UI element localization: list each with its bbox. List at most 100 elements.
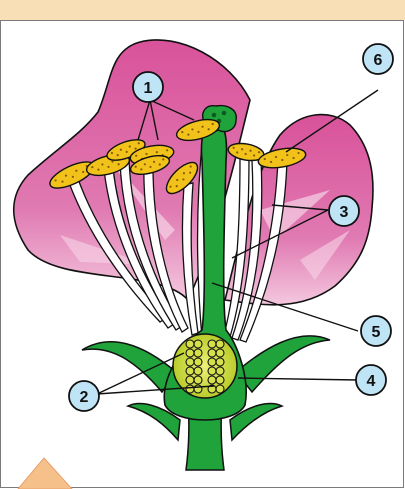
- callout-5: 5: [361, 316, 391, 346]
- pollen-dot: [189, 172, 191, 174]
- ovule: [208, 367, 216, 375]
- pollen-dot: [264, 158, 266, 160]
- pollen-dot: [135, 166, 137, 168]
- ovule: [208, 349, 216, 357]
- ovule: [194, 385, 202, 393]
- pollen-dot: [270, 161, 272, 163]
- pollen-dot: [153, 161, 155, 163]
- pollen-dot: [135, 148, 137, 150]
- pollen-dot: [245, 153, 247, 155]
- pollen-dot: [190, 165, 192, 167]
- sepal-right: [236, 336, 330, 392]
- pollen-dot: [61, 181, 63, 183]
- pollen-dot: [187, 134, 189, 136]
- ovule: [216, 340, 224, 348]
- pollen-dot: [201, 126, 203, 128]
- pollen-dot: [55, 179, 57, 181]
- pollen-dot: [293, 157, 295, 159]
- ovule: [194, 376, 202, 384]
- pollen-dot: [176, 185, 178, 187]
- pollen-dot: [82, 171, 84, 173]
- ovule: [186, 340, 194, 348]
- callout-4-label: 4: [367, 373, 376, 390]
- pollen-dot: [126, 151, 128, 153]
- ovule: [194, 358, 202, 366]
- pollen-dot: [208, 128, 210, 130]
- pollen-dot: [249, 150, 251, 152]
- ovule: [194, 349, 202, 357]
- pollen-dot: [253, 154, 255, 156]
- stigma-dot: [222, 111, 227, 116]
- pollen-dot: [135, 155, 137, 157]
- pollen-dot: [182, 178, 184, 180]
- pollen-dot: [166, 149, 168, 151]
- pollen-dot: [281, 159, 283, 161]
- callout-1: 1: [133, 72, 163, 102]
- pollen-dot: [236, 151, 238, 153]
- ovule: [208, 376, 216, 384]
- callout-1-label: 1: [144, 80, 153, 97]
- pollen-dot: [118, 163, 120, 165]
- pollen-dot: [297, 152, 299, 154]
- pollen-dot: [162, 158, 164, 160]
- pollen-dot: [144, 163, 146, 165]
- callout-5-label: 5: [372, 324, 381, 341]
- pollen-dot: [138, 142, 140, 144]
- ovule: [186, 376, 194, 384]
- ovule: [216, 367, 224, 375]
- pollen-dot: [97, 169, 99, 171]
- ovule: [186, 358, 194, 366]
- callout-6-label: 6: [374, 52, 383, 69]
- pollen-dot: [181, 131, 183, 133]
- pollen-dot: [183, 172, 185, 174]
- pollen-dot: [197, 131, 199, 133]
- ovule: [186, 349, 194, 357]
- pollen-dot: [212, 123, 214, 125]
- pollen-dot: [117, 154, 119, 156]
- pollen-dot: [156, 151, 158, 153]
- pollen-dot: [149, 166, 151, 168]
- callout-3: 3: [329, 196, 359, 226]
- ovule: [208, 340, 216, 348]
- pollen-dot: [145, 153, 147, 155]
- ovule: [186, 385, 194, 393]
- callout-2-label: 2: [80, 389, 89, 406]
- pollen-dot: [91, 166, 93, 168]
- pollen-dot: [241, 148, 243, 150]
- pollen-dot: [275, 156, 277, 158]
- ovule: [216, 349, 224, 357]
- pollen-dot: [191, 128, 193, 130]
- pollen-dot: [107, 166, 109, 168]
- stigma-dot: [212, 113, 217, 118]
- corner-arrow-icon: [18, 458, 72, 489]
- ovule: [216, 376, 224, 384]
- pollen-dot: [176, 179, 178, 181]
- pollen-dot: [120, 149, 122, 151]
- ovule: [186, 367, 194, 375]
- pollen-dot: [140, 168, 142, 170]
- pollen-dot: [111, 152, 113, 154]
- pollen-dot: [286, 154, 288, 156]
- callout-4: 4: [356, 365, 386, 395]
- ovule: [216, 385, 224, 393]
- pollen-dot: [72, 176, 74, 178]
- pollen-dot: [233, 147, 235, 149]
- pollen-dot: [75, 170, 77, 172]
- pollen-dot: [169, 186, 171, 188]
- pollen-dot: [129, 145, 131, 147]
- pollen-dot: [101, 163, 103, 165]
- pollen-dot: [159, 163, 161, 165]
- callout-3-label: 3: [340, 204, 349, 221]
- ovule: [216, 358, 224, 366]
- callout-6: 6: [363, 44, 393, 74]
- pollen-dot: [258, 151, 260, 153]
- ovule: [194, 367, 202, 375]
- callout-2: 2: [69, 381, 99, 411]
- sepal-left: [82, 342, 176, 392]
- pollen-dot: [65, 175, 67, 177]
- ovule: [194, 340, 202, 348]
- ovule: [208, 358, 216, 366]
- pollen-dot: [111, 161, 113, 163]
